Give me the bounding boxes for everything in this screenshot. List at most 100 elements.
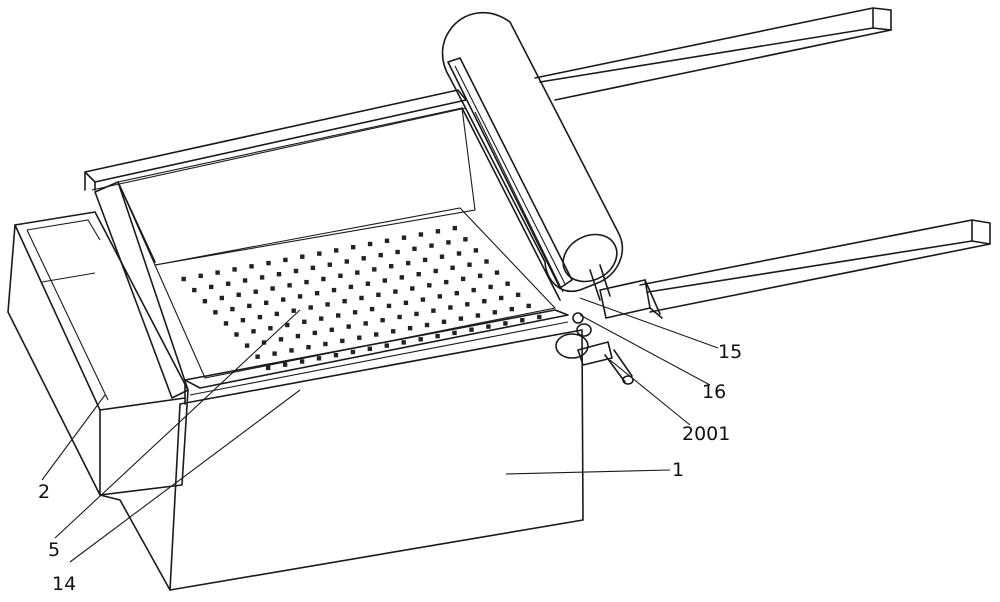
drain-hole <box>372 267 377 272</box>
drain-hole <box>463 237 468 242</box>
drain-hole <box>384 238 390 243</box>
drain-hole <box>505 281 510 286</box>
drain-hole <box>327 262 332 267</box>
drain-hole <box>257 314 263 320</box>
drain-hole <box>482 299 487 304</box>
drain-hole <box>338 273 343 278</box>
drain-hole <box>422 257 428 263</box>
drain-hole <box>448 305 453 310</box>
drain-hole <box>369 306 375 312</box>
drain-hole <box>352 310 358 315</box>
drain-hole <box>308 305 313 310</box>
drain-hole <box>386 303 392 309</box>
drain-hole <box>418 232 424 237</box>
drain-hole <box>270 286 275 291</box>
drain-hole <box>331 287 337 293</box>
drain-hole <box>340 338 345 344</box>
drain-hole <box>314 291 320 296</box>
drain-hole <box>287 283 292 288</box>
drain-hole <box>439 254 445 259</box>
drain-hole <box>435 229 441 234</box>
drain-hole <box>300 254 305 259</box>
label-1: 1 <box>672 459 684 481</box>
drain-hole <box>359 295 364 301</box>
lower-guide-rail <box>639 219 991 313</box>
drain-hole <box>202 299 208 304</box>
drain-hole <box>403 300 409 305</box>
drain-hole <box>219 295 224 301</box>
drain-hole <box>469 327 474 332</box>
drain-hole <box>365 281 371 286</box>
drain-hole <box>431 308 436 313</box>
drain-hole <box>295 333 301 339</box>
drain-hole <box>492 310 497 315</box>
drain-hole <box>281 297 286 302</box>
drain-hole <box>255 354 260 359</box>
drain-hole <box>488 284 493 290</box>
drain-hole <box>289 348 294 353</box>
drain-hole <box>333 353 339 358</box>
drain-hole <box>454 291 459 296</box>
drain-hole <box>306 345 311 350</box>
drain-hole <box>234 332 239 337</box>
drain-hole <box>467 262 472 267</box>
drain-hole <box>475 313 481 318</box>
drain-hole <box>230 306 235 312</box>
drain-hole <box>384 343 389 348</box>
drain-hole <box>458 316 464 321</box>
drain-hole <box>537 314 542 320</box>
drain-hole <box>266 365 271 371</box>
drain-hole <box>433 268 438 274</box>
drain-hole <box>361 256 366 261</box>
drain-hole <box>499 295 504 301</box>
label-2: 2 <box>38 481 50 503</box>
drain-hole <box>494 270 500 275</box>
drain-hole <box>416 272 421 277</box>
label-5: 5 <box>48 539 60 561</box>
drain-hole <box>291 308 296 313</box>
drain-hole <box>215 270 220 275</box>
main-tank <box>84 89 584 591</box>
drain-hole <box>312 330 317 336</box>
drain-hole <box>253 289 258 294</box>
drain-hole <box>344 259 349 264</box>
drain-hole <box>401 340 406 345</box>
label-15: 15 <box>718 341 742 363</box>
leader-lines <box>41 297 719 563</box>
drain-hole <box>355 270 360 275</box>
drain-hole <box>367 346 372 351</box>
drain-hole <box>240 318 246 323</box>
drain-hole <box>317 251 322 256</box>
label-14: 14 <box>52 573 76 595</box>
upper-guide-rail <box>534 7 892 101</box>
drain-hole <box>374 332 379 337</box>
drain-hole <box>382 278 387 283</box>
drain-hole <box>389 264 394 269</box>
drain-hole <box>299 359 305 364</box>
drain-hole <box>418 337 423 342</box>
drain-hole <box>367 241 373 247</box>
drain-hole <box>226 281 231 286</box>
drain-hole <box>378 252 383 258</box>
side-box <box>7 211 189 496</box>
drain-hole <box>503 321 508 326</box>
drain-hole <box>446 240 451 245</box>
drain-hole <box>484 259 489 264</box>
drain-hole <box>391 329 396 334</box>
drain-hole <box>278 337 284 342</box>
drain-hole <box>395 249 400 255</box>
drain-hole <box>407 326 413 331</box>
drain-hole <box>348 284 354 290</box>
drain-hole <box>346 324 351 329</box>
drain-hole <box>406 260 411 266</box>
drain-hole <box>424 322 430 328</box>
drain-hole <box>435 333 440 339</box>
drain-hole <box>223 321 229 326</box>
drain-hole <box>213 310 218 315</box>
drain-hole <box>304 279 309 285</box>
drain-hole <box>342 299 347 304</box>
drain-hole <box>276 272 282 277</box>
drain-hole <box>410 286 415 291</box>
drain-hole <box>429 243 434 248</box>
